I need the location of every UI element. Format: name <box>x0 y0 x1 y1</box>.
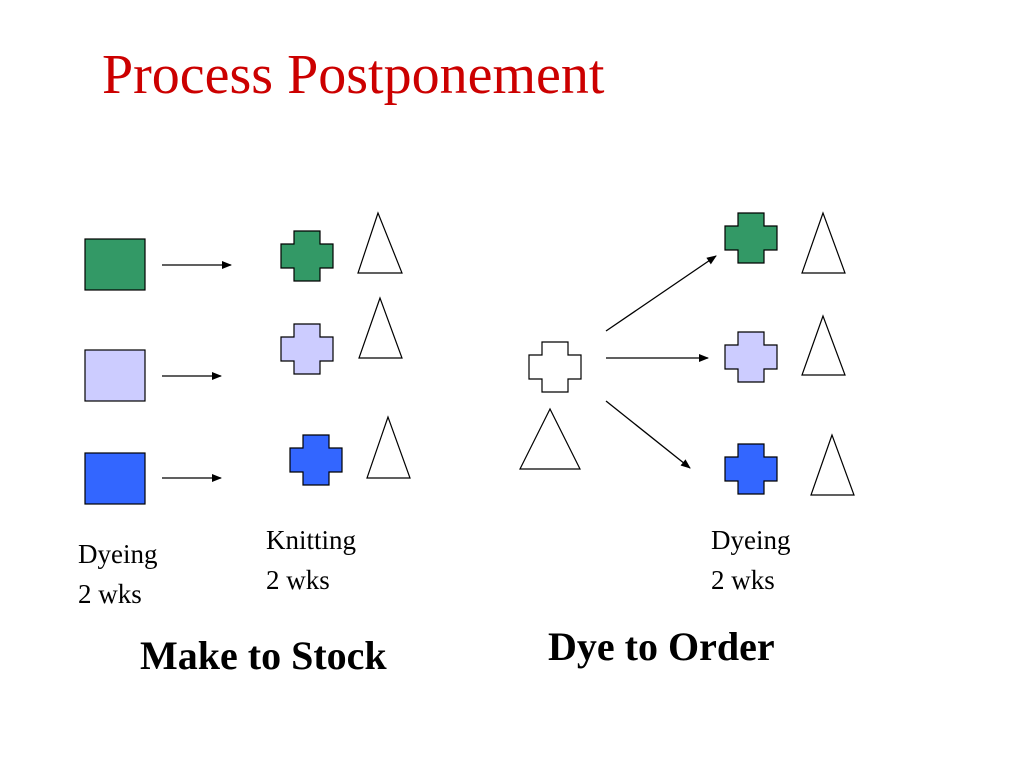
mts-dyeing-label: Dyeing 2 wks <box>78 534 157 614</box>
dye-to-order-caption: Dye to Order <box>548 624 775 669</box>
inventory-triangle <box>358 296 403 359</box>
inventory-triangle <box>366 415 411 479</box>
slide-title: Process Postponement <box>102 44 605 106</box>
dyed-garment-cross-blue <box>724 443 778 495</box>
dto-arrow-green <box>605 255 717 332</box>
yarn-square-green <box>84 238 146 291</box>
yarn-square-lavender <box>84 349 146 402</box>
stage-duration: 2 wks <box>78 579 142 609</box>
dyed-garment-cross-lavender <box>724 331 778 383</box>
mts-knitting-label: Knitting 2 wks <box>266 520 356 600</box>
yarn-square-blue <box>84 452 146 505</box>
dto-dyeing-label: Dyeing 2 wks <box>711 520 790 600</box>
garment-cross-green <box>280 230 334 282</box>
inventory-triangle <box>801 314 846 376</box>
make-to-stock-caption: Make to Stock <box>140 633 387 678</box>
inventory-triangle <box>519 407 581 470</box>
undyed-garment-cross <box>528 341 582 393</box>
garment-cross-lavender <box>280 323 334 375</box>
stage-name: Dyeing <box>78 539 158 569</box>
stage-name: Knitting <box>266 525 357 555</box>
dyed-garment-cross-green <box>724 212 778 264</box>
stage-duration: 2 wks <box>266 565 330 595</box>
stage-duration: 2 wks <box>711 565 775 595</box>
dto-arrow-blue <box>605 400 691 469</box>
inventory-triangle <box>357 211 403 274</box>
garment-cross-blue <box>289 434 343 486</box>
inventory-triangle <box>810 433 855 496</box>
stage-name: Dyeing <box>711 525 791 555</box>
inventory-triangle <box>801 211 846 274</box>
